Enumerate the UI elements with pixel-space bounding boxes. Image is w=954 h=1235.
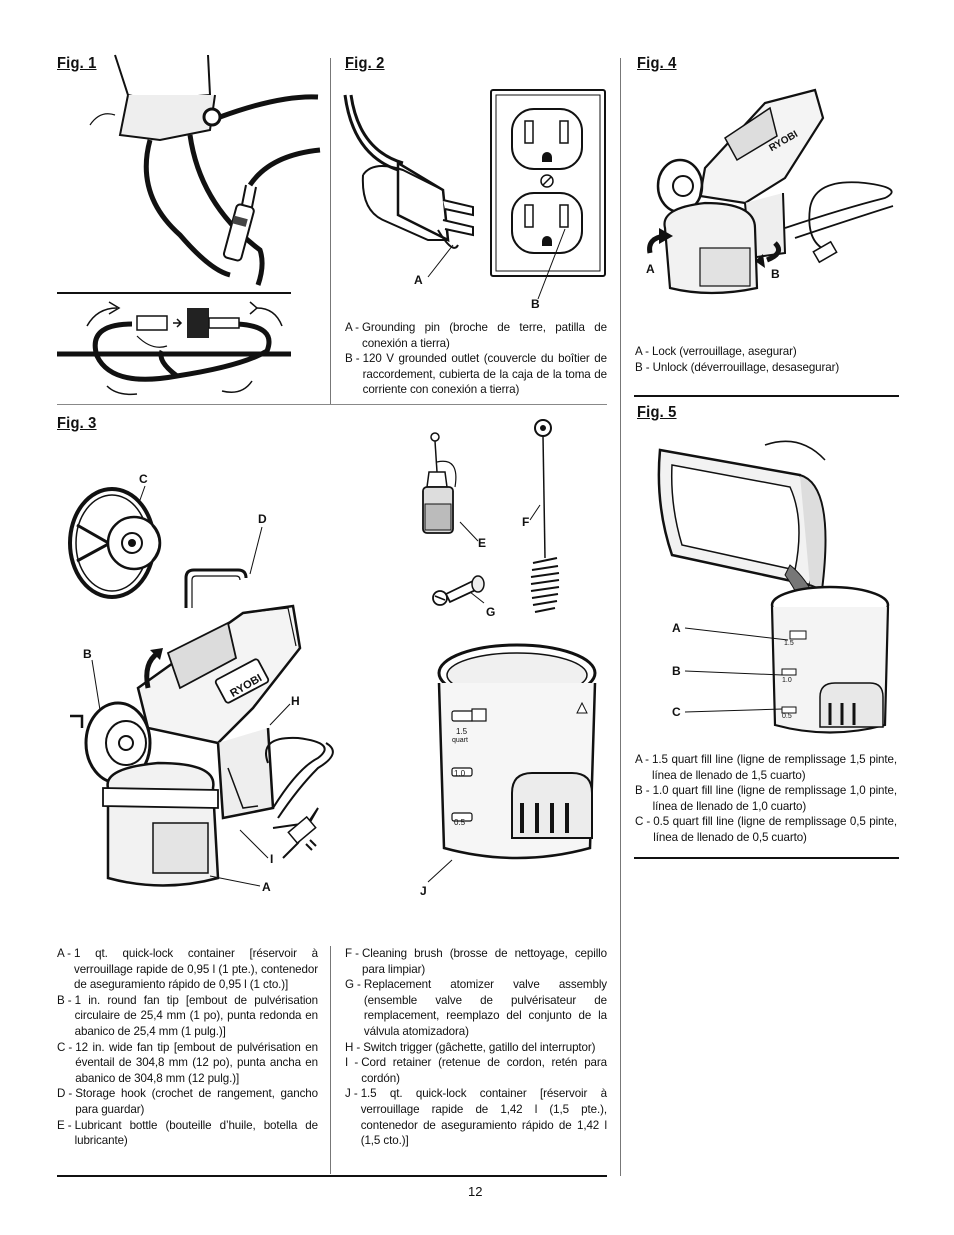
fig4-legend: A - Lock (verrouillage, asegurar) B - Un… xyxy=(635,344,897,375)
fig4-callout-b: B xyxy=(771,267,780,281)
fig3-callout-h: H xyxy=(291,694,300,708)
fig5-legend-item: A - 1.5 quart fill line (ligne de rempli… xyxy=(635,753,897,782)
fig3-mark-unit: quart xyxy=(452,737,468,744)
fig3-title: Fig. 3 xyxy=(57,415,97,432)
rule-below-fig5-legend xyxy=(634,857,899,859)
fig3-callout-e: E xyxy=(478,536,487,550)
divider-fig3-legend xyxy=(330,946,331,1174)
fig3-callout-c: C xyxy=(139,472,148,486)
rule-above-fig5 xyxy=(634,395,899,397)
fig2-legend-item: A - Grounding pin (broche de terre, pati… xyxy=(345,321,607,350)
rule-under-fig1-top xyxy=(57,292,291,294)
fig5-pouring-illustration xyxy=(657,440,890,734)
fig4-title: Fig. 4 xyxy=(637,55,677,72)
fig3-lubricant-bottle-illustration xyxy=(422,432,457,534)
fig5-callout-a: A xyxy=(672,621,681,635)
rule-above-fig3 xyxy=(57,404,607,405)
fig4-callout-a: A xyxy=(646,262,655,276)
fig5-callout-b: B xyxy=(672,664,681,678)
fig4-sprayer-illustration xyxy=(647,88,894,295)
divider-main-right-column xyxy=(620,58,621,1176)
fig1-cord-loop-illustration xyxy=(57,301,291,396)
fig3-legend-item: I - Cord retainer (retenue de cordon, re… xyxy=(345,1056,607,1085)
fig3-sprayer-illustration xyxy=(70,568,334,887)
fig3-legend-right: F - Cleaning brush (brosse de nettoyage,… xyxy=(345,946,607,1149)
fig5-mark-15: 1.5 xyxy=(784,640,794,647)
fig3-large-container-illustration xyxy=(437,643,597,860)
fig3-callout-a: A xyxy=(262,880,271,894)
fig3-legend-item: E - Lubricant bottle (bouteille d’huile,… xyxy=(57,1118,318,1148)
fig2-callout-a: A xyxy=(414,273,423,287)
fig1-title: Fig. 1 xyxy=(57,55,97,72)
fig2-title: Fig. 2 xyxy=(345,55,385,72)
fig3-legend-item: G - Replacement atomizer valve assembly … xyxy=(345,978,607,1038)
fig2-outlet-illustration xyxy=(490,89,606,300)
fig3-callout-i: I xyxy=(270,852,274,866)
fig3-callout-d: D xyxy=(258,512,267,526)
fig3-mark-05: 0.5 xyxy=(454,818,466,827)
fig5-mark-10: 1.0 xyxy=(782,677,792,684)
fig3-legend-item: A - 1 qt. quick-lock container [réservoi… xyxy=(57,947,318,992)
rule-page-bottom xyxy=(57,1175,607,1177)
fig3-legend-item: B - 1 in. round fan tip [embout de pulvé… xyxy=(57,993,318,1038)
fig5-callout-c: C xyxy=(672,705,681,719)
fig3-callout-f: F xyxy=(522,515,530,529)
fig4-legend-item: A - Lock (verrouillage, asegurar) xyxy=(635,345,797,358)
fig5-title: Fig. 5 xyxy=(637,404,677,421)
fig2-callout-b: B xyxy=(531,297,540,311)
fig5-legend: A - 1.5 quart fill line (ligne de rempli… xyxy=(635,752,897,846)
fig5-legend-item: C - 0.5 quart fill line (ligne de rempli… xyxy=(635,815,897,844)
fig3-legend-item: H - Switch trigger (gâchette, gatillo de… xyxy=(345,1040,596,1054)
fig3-mark-15: 1.5 xyxy=(456,727,468,736)
fig3-legend-item: F - Cleaning brush (brosse de nettoyage,… xyxy=(345,947,607,976)
divider-fig1-fig2 xyxy=(330,58,331,404)
page-number: 12 xyxy=(468,1184,483,1199)
fig5-mark-05: 0.5 xyxy=(782,713,792,720)
fig3-mark-10: 1.0 xyxy=(454,769,466,778)
fig1-cord-handle-illustration xyxy=(89,54,321,286)
fig3-callout-g: G xyxy=(486,605,496,619)
fig4-legend-item: B - Unlock (déverrouillage, desasegurar) xyxy=(635,360,840,374)
fig3-callout-j: J xyxy=(420,884,427,898)
fig3-callout-b: B xyxy=(83,647,92,661)
fig2-legend: A - Grounding pin (broche de terre, pati… xyxy=(345,320,607,398)
fig2-legend-item: B - 120 V grounded outlet (couvercle du … xyxy=(345,352,607,397)
fig2-plug-illustration xyxy=(343,94,474,278)
fig5-legend-item: B - 1.0 quart fill line (ligne de rempli… xyxy=(635,784,897,813)
fig3-legend-item: C - 12 in. wide fan tip [embout de pulvé… xyxy=(57,1040,318,1085)
fig3-atomizer-valve-illustration xyxy=(432,575,485,606)
fig3-wide-fan-tip-illustration xyxy=(68,487,162,599)
fig3-cleaning-brush-illustration xyxy=(530,419,560,613)
fig3-legend-left: A - 1 qt. quick-lock container [réservoi… xyxy=(57,946,318,1149)
fig3-legend-item: D - Storage hook (crochet de rangement, … xyxy=(57,1087,318,1116)
fig3-legend-item: J - 1.5 qt. quick-lock container [réserv… xyxy=(345,1087,607,1148)
